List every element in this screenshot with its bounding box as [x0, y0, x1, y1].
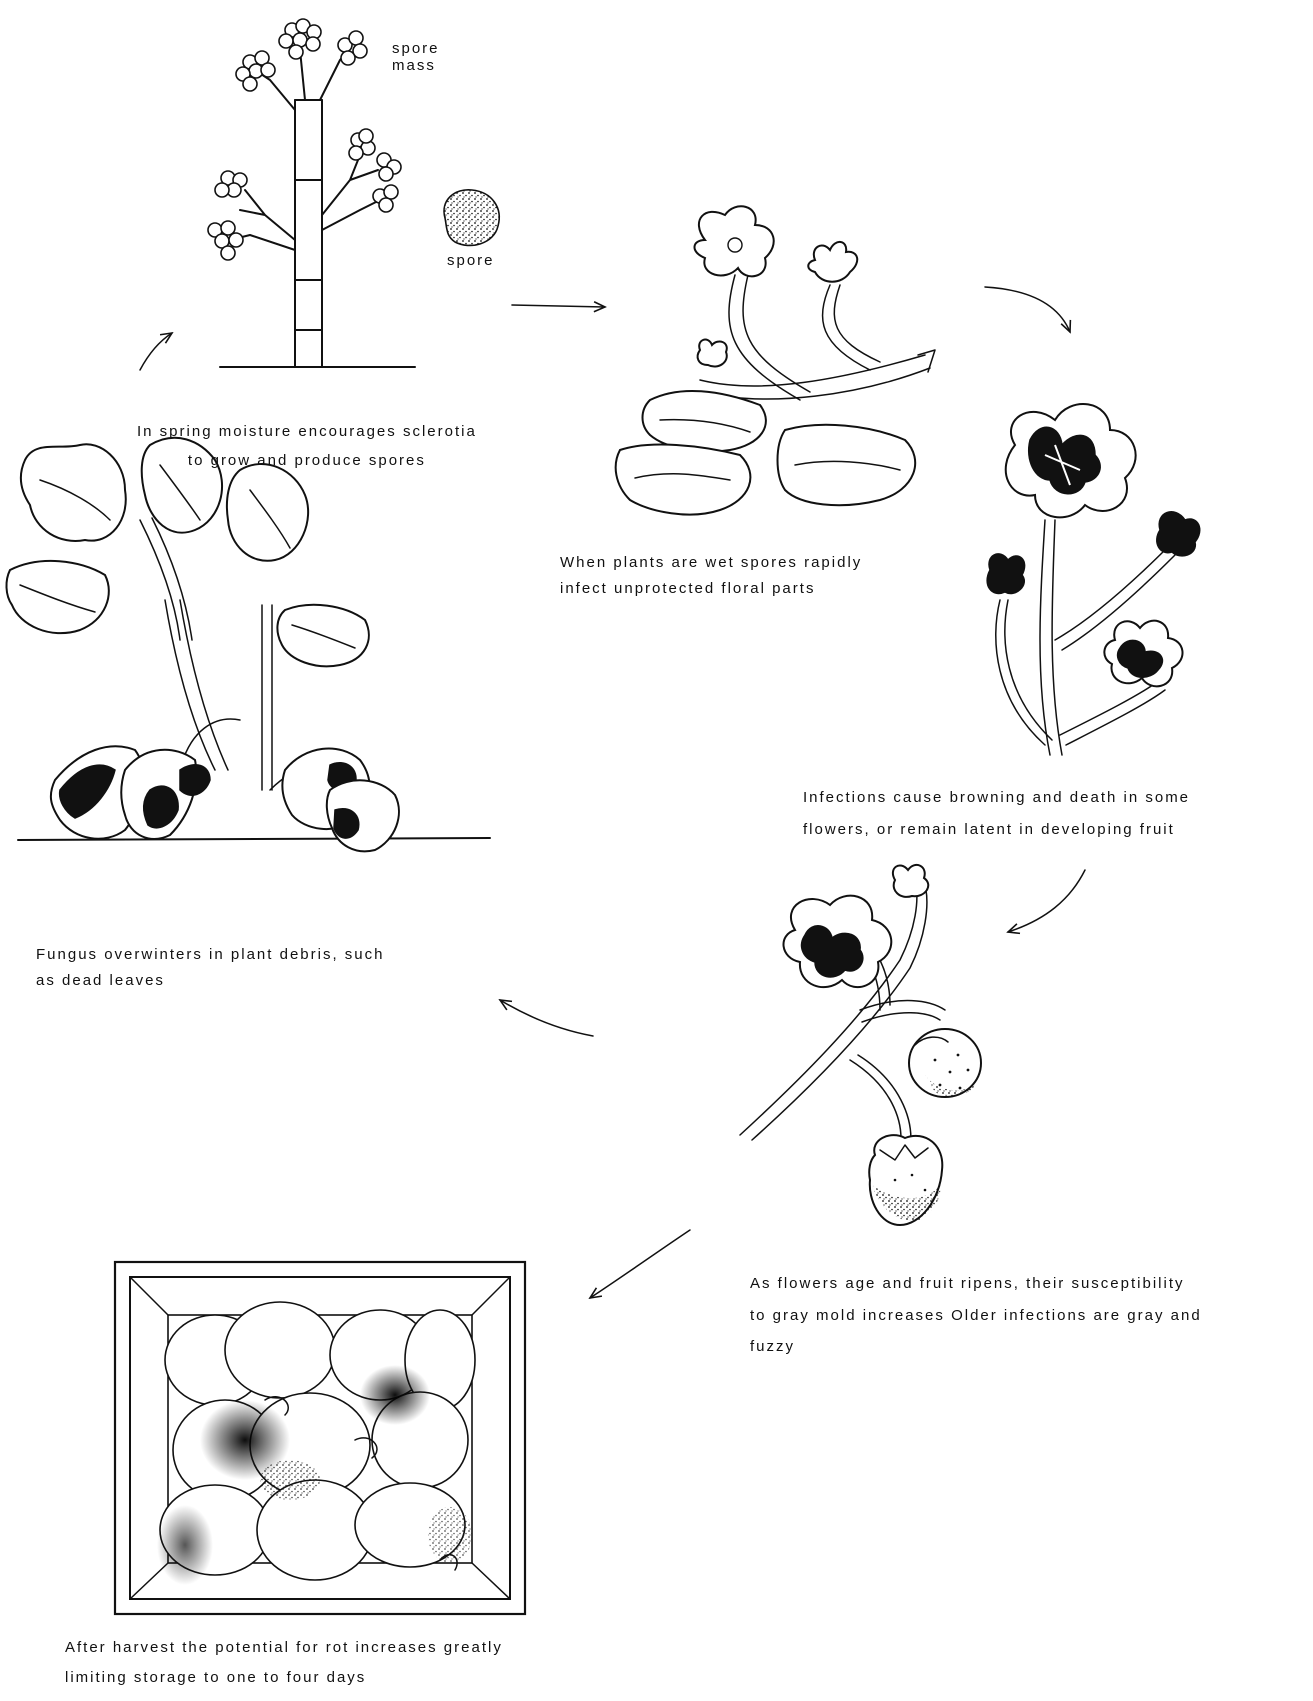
spore-mass-label: spore mass — [392, 40, 440, 75]
stage6-caption: Fungus overwinters in plant debris, such… — [36, 942, 384, 993]
cycle-arrow — [512, 305, 605, 307]
spore-label: spore — [447, 247, 495, 276]
stage5-caption: After harvest the potential for rot incr… — [65, 1633, 503, 1693]
stage1-caption: In spring moisture encourages sclerotia … — [137, 418, 477, 475]
sporophore-illustration — [208, 19, 415, 367]
spore-mass-line-1: spore — [392, 40, 440, 57]
overwintering-plant-illustration — [6, 438, 490, 852]
spore-illustration — [444, 190, 499, 246]
moldy-berry-box-illustration — [115, 1262, 525, 1614]
stage4-line-3: fuzzy — [750, 1331, 1202, 1363]
stage4-line-2: to gray mold increases Older infections … — [750, 1300, 1202, 1332]
stage4-caption: As flowers age and fruit ripens, their s… — [750, 1268, 1202, 1363]
stage6-line-1: Fungus overwinters in plant debris, such — [36, 942, 384, 968]
cycle-arrow — [500, 1000, 593, 1036]
cycle-arrow — [590, 1230, 690, 1298]
stage5-line-1: After harvest the potential for rot incr… — [65, 1633, 503, 1663]
cycle-arrow — [1008, 870, 1085, 932]
stage1-line-2: to grow and produce spores — [137, 447, 477, 476]
stage1-line-1: In spring moisture encourages sclerotia — [137, 418, 477, 447]
healthy-flowers-illustration — [616, 206, 935, 514]
stage3-line-2: flowers, or remain latent in developing … — [803, 814, 1190, 846]
spore-mass-line-2: mass — [392, 57, 440, 74]
ripening-fruit-illustration — [740, 865, 981, 1225]
stage3-line-1: Infections cause browning and death in s… — [803, 782, 1190, 814]
stage2-caption: When plants are wet spores rapidly infec… — [560, 550, 862, 601]
cycle-arrow — [140, 333, 172, 370]
stage2-line-2: infect unprotected floral parts — [560, 576, 862, 602]
stage2-line-1: When plants are wet spores rapidly — [560, 550, 862, 576]
stage3-caption: Infections cause browning and death in s… — [803, 782, 1190, 845]
cycle-arrow — [985, 287, 1070, 332]
stage5-line-2: limiting storage to one to four days — [65, 1663, 503, 1693]
infected-flowers-illustration — [987, 404, 1200, 755]
stage6-line-2: as dead leaves — [36, 968, 384, 994]
stage4-line-1: As flowers age and fruit ripens, their s… — [750, 1268, 1202, 1300]
